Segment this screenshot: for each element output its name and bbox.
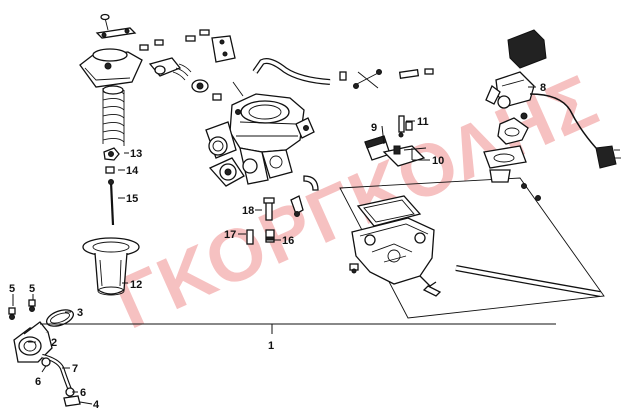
hose-clip-6a xyxy=(41,357,51,367)
part-label-6b: 6 xyxy=(80,387,86,399)
part-label-2: 2 xyxy=(51,337,57,349)
vacuum-chamber-cover xyxy=(79,13,143,88)
part-label-6a: 6 xyxy=(35,376,41,388)
idle-adjust-assembly xyxy=(148,57,244,101)
body-bypass-hose xyxy=(303,175,319,191)
part-label-5b: 5 xyxy=(29,283,35,295)
drain-tube xyxy=(455,265,601,297)
part-label-8: 8 xyxy=(540,82,546,94)
part-label-14: 14 xyxy=(126,165,139,177)
drain-pin xyxy=(422,285,442,297)
part-label-18: 18 xyxy=(242,205,254,217)
part-label-4: 4 xyxy=(93,399,100,410)
float-needle-11 xyxy=(398,115,413,138)
manifold-screw-5a xyxy=(8,307,16,320)
part-label-10: 10 xyxy=(432,155,444,167)
intake-manifold-2 xyxy=(13,321,53,363)
part-labels: 1 2 3 4 5 5 6 6 7 8 9 10 11 12 13 14 15 … xyxy=(9,82,546,410)
leader-lines xyxy=(12,86,556,405)
float-arm-10 xyxy=(382,145,427,167)
needle-jet-18 xyxy=(263,197,275,221)
part-label-16: 16 xyxy=(282,235,294,247)
body-pin xyxy=(290,195,304,217)
part-label-1: 1 xyxy=(268,340,274,352)
throttle-slide-spring xyxy=(102,85,125,146)
manifold-screw-5b xyxy=(28,299,36,312)
vacuum-fitting-4 xyxy=(63,395,81,407)
part-label-11: 11 xyxy=(417,116,429,128)
needle-clip xyxy=(105,166,115,174)
part-label-9: 9 xyxy=(371,122,377,134)
part-label-13: 13 xyxy=(130,148,142,160)
part-label-17: 17 xyxy=(224,229,236,241)
part-label-15: 15 xyxy=(126,193,138,205)
watermark-text: ΓΚΟΡΓΚΟΛΗΣ xyxy=(103,58,611,345)
part-label-7: 7 xyxy=(72,363,78,375)
drain-screw xyxy=(349,263,359,274)
hose-clips xyxy=(339,68,434,89)
needle-retainer xyxy=(103,147,120,161)
auto-choke-8 xyxy=(483,29,621,201)
vent-hose xyxy=(252,58,331,85)
part-label-3: 3 xyxy=(77,307,83,319)
jet-needle xyxy=(108,179,115,226)
diaphragm-piston xyxy=(82,237,140,296)
main-jet-16 xyxy=(265,229,275,243)
float-bowl-gasket xyxy=(356,195,422,227)
clamp-3 xyxy=(45,309,75,327)
watermark: ΓΚΟΡΓΚΟΛΗΣ xyxy=(103,58,611,345)
part-label-5a: 5 xyxy=(9,283,15,295)
carburetor-body xyxy=(139,29,315,187)
float-bowl xyxy=(351,217,437,287)
pilot-jet-17 xyxy=(246,229,254,245)
part-label-12: 12 xyxy=(130,279,142,291)
top-screws xyxy=(139,29,236,63)
